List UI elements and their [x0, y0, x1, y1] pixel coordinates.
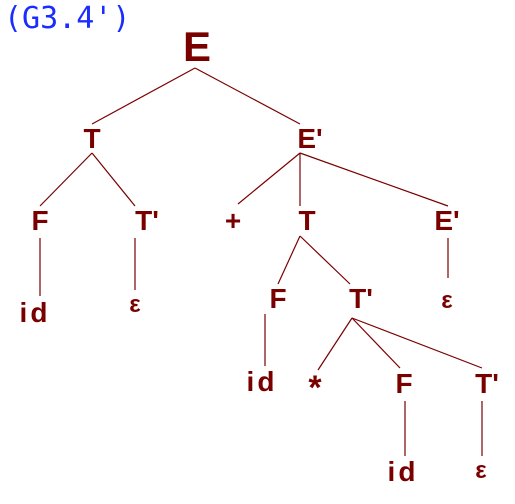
edge-E-T1: [91, 67, 196, 125]
node-E-prime: E': [297, 123, 323, 154]
node-T-prime: T': [135, 205, 159, 236]
node-T-prime: T': [475, 368, 499, 399]
node-E-root: E: [182, 23, 212, 70]
node-T-prime: T': [349, 283, 373, 314]
node-F: F: [395, 368, 413, 399]
node-star: *: [308, 369, 322, 407]
edge-Tp2-Tp3: [351, 317, 483, 369]
edge-T2-Tp2: [299, 235, 351, 285]
edge-T1-Tp1: [91, 152, 136, 207]
node-E-prime: E': [434, 205, 460, 236]
node-id: id: [246, 366, 278, 397]
edge-E-E1: [194, 67, 301, 125]
node-epsilon: ε: [129, 291, 141, 318]
edge-E1-E2: [299, 152, 449, 207]
node-F: F: [31, 205, 49, 236]
node-id: id: [19, 297, 51, 328]
edge-Tp2-F3: [351, 317, 401, 369]
edge-E1-plus: [237, 152, 301, 205]
edge-T2-F2: [277, 235, 301, 285]
node-plus: +: [224, 205, 242, 236]
node-id: id: [387, 456, 419, 487]
node-T: T: [298, 205, 316, 236]
node-epsilon: ε: [475, 457, 487, 484]
edge-T1-F1: [39, 152, 93, 207]
edge-Tp2-star: [317, 317, 353, 371]
grammar-label: (G3.4'): [4, 1, 131, 36]
node-T: T: [83, 123, 101, 154]
node-F: F: [269, 283, 287, 314]
node-epsilon: ε: [441, 287, 453, 314]
